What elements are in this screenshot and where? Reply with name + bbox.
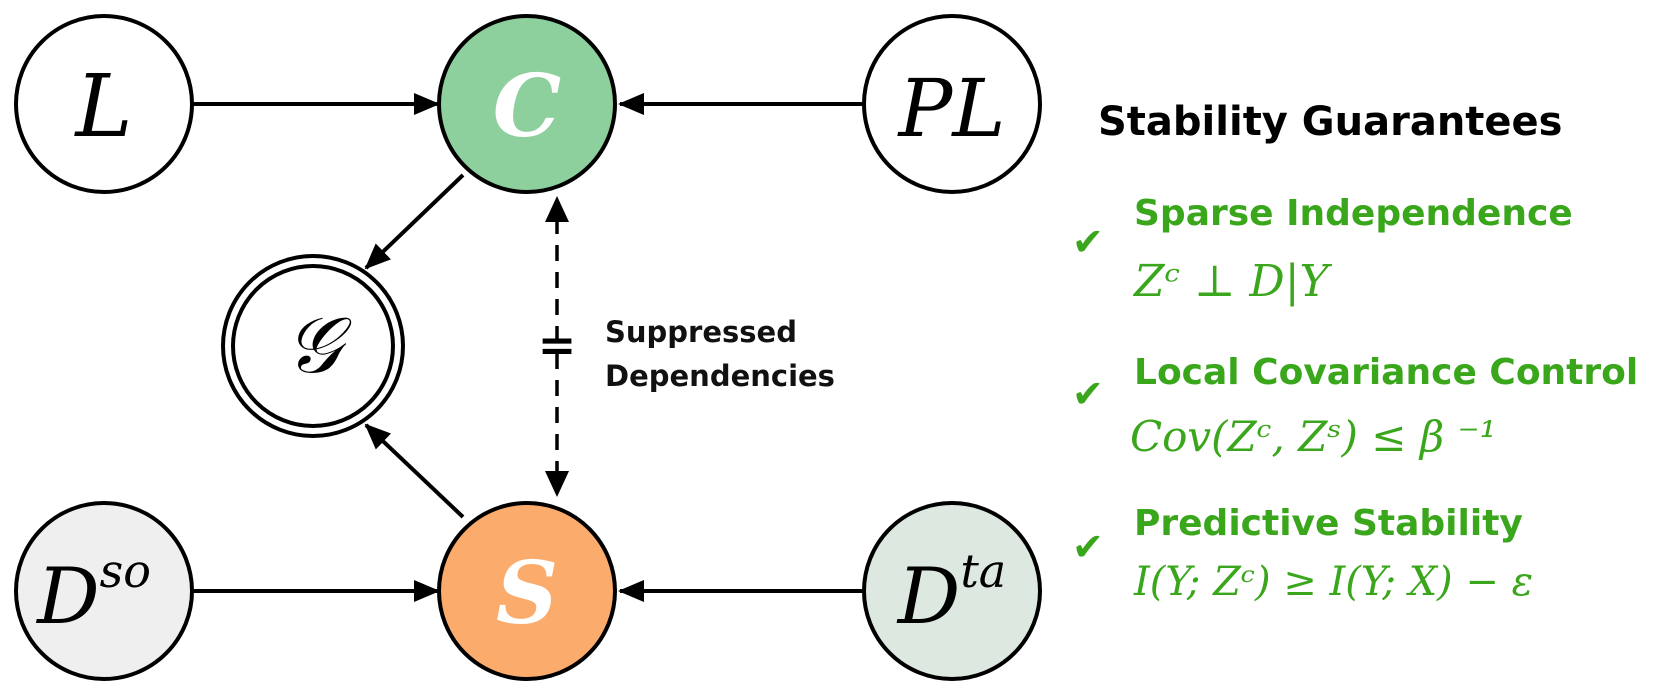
node-s-label: S [496, 543, 558, 644]
guarantee-formula-1: Zᶜ ⊥ D|Y [1132, 256, 1333, 307]
panel-title: Stability Guarantees [1098, 99, 1563, 145]
guarantee-heading-1: Sparse Independence [1134, 193, 1573, 234]
node-l: L [14, 14, 194, 194]
node-c-label: C [493, 56, 561, 157]
arrowhead-down [545, 471, 569, 497]
guarantee-heading-2: Local Covariance Control [1134, 352, 1638, 393]
suppressed-label-line2: Dependencies [605, 359, 835, 393]
guarantee-item-2: ✔ Local Covariance Control Cov(Zᶜ, Zˢ) ≤… [1072, 352, 1638, 461]
node-dta: Dta [862, 501, 1042, 681]
check-icon: ✔ [1072, 220, 1104, 264]
node-dso-label: Dso [35, 544, 151, 642]
node-dta-base: D [896, 552, 961, 642]
check-icon: ✔ [1072, 525, 1104, 569]
guarantee-item-1: ✔ Sparse Independence Zᶜ ⊥ D|Y [1072, 193, 1573, 307]
node-c: C [437, 14, 617, 194]
node-pl: PL [862, 14, 1042, 194]
arrowhead-up [545, 196, 569, 222]
edge-s-to-g [364, 423, 465, 519]
node-pl-label: PL [897, 62, 1006, 155]
guarantee-formula-2: Cov(Zᶜ, Zˢ) ≤ β ⁻¹ [1130, 412, 1496, 461]
guarantee-heading-3: Predictive Stability [1134, 503, 1523, 544]
node-dta-label: Dta [896, 544, 1006, 642]
node-s: S [437, 501, 617, 681]
not-equal-symbol: = [538, 318, 577, 372]
node-l-label: L [73, 57, 132, 157]
node-dso-base: D [35, 552, 100, 642]
suppressed-label-line1: Suppressed [605, 315, 797, 349]
guarantee-item-3: ✔ Predictive Stability I(Y; Zᶜ) ≥ I(Y; X… [1072, 503, 1533, 605]
node-dso: Dso [14, 501, 194, 681]
edge-c-to-g [364, 173, 465, 270]
node-dso-sup: so [100, 544, 151, 598]
node-dta-sup: ta [960, 544, 1006, 598]
node-g: 𝒢 [221, 254, 405, 438]
check-icon: ✔ [1072, 372, 1104, 416]
guarantee-formula-3: I(Y; Zᶜ) ≥ I(Y; X) − ε [1133, 559, 1533, 605]
